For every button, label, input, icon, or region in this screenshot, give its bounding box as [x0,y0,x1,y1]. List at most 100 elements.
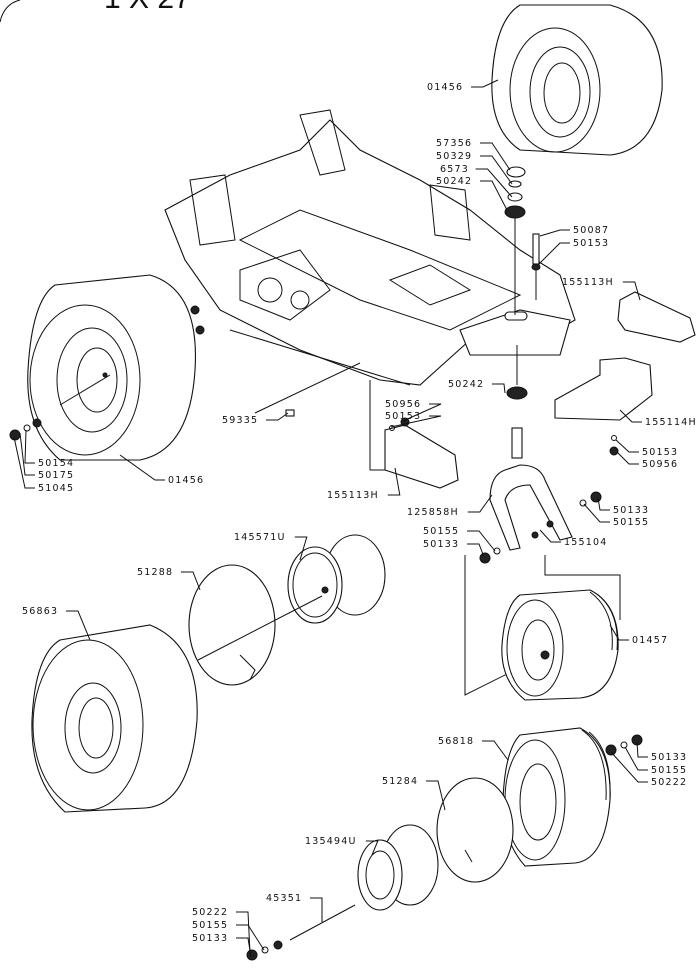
caster-fork-125858H [464,464,621,696]
part-label-50175: 50175 [38,470,74,481]
part-label-56863: 56863 [22,606,58,617]
part-label-01456: 01456 [427,82,463,93]
rim-145571U [287,534,386,624]
axle-45351 [246,904,356,961]
leader-line [471,79,499,88]
part-label-50087: 50087 [573,225,609,236]
page-border-arc [0,0,21,23]
part-label-50155: 50155 [423,526,459,537]
spindle-parts [59,166,541,459]
part-label-50222: 50222 [192,907,228,918]
part-label-50133: 50133 [423,539,459,550]
part-label-51045: 51045 [38,483,74,494]
part-label-50154: 50154 [38,458,74,469]
part-label-50155: 50155 [613,517,649,528]
leader-line [266,412,289,421]
leader-line [181,571,201,591]
leader-lines [13,79,648,958]
part-label-51288: 51288 [137,567,173,578]
tire-01456-left [27,274,197,461]
leader-line [236,924,265,951]
part-label-50242: 50242 [436,176,472,187]
part-label-155114H: 155114H [645,417,697,428]
part-label-50153: 50153 [642,447,678,458]
leader-line [310,897,323,922]
leader-line [583,503,610,523]
part-label-56818: 56818 [438,736,474,747]
part-labels: 0145657356503296573502425008750153155113… [22,82,697,944]
part-label-135494U: 135494U [305,836,357,847]
leader-line [539,529,561,543]
part-label-6573: 6573 [440,164,469,175]
part-label-57356: 57356 [436,138,472,149]
leader-line [539,229,570,237]
leader-line [467,530,496,552]
leader-line [402,403,442,422]
part-label-50153: 50153 [573,238,609,249]
tube-51284 [436,777,514,883]
part-label-50155: 50155 [651,765,687,776]
leader-line [365,840,379,856]
part-label-50222: 50222 [651,777,687,788]
leader-line [622,281,641,301]
part-label-145571U: 145571U [234,532,286,543]
leader-line [475,168,513,198]
leader-line [619,409,642,423]
part-label-51284: 51284 [382,776,418,787]
leader-line [66,610,91,641]
leader-line [624,746,648,771]
rim-135494U [357,824,439,911]
leader-line [616,451,639,465]
part-label-59335: 59335 [222,415,258,426]
part-label-50153: 50153 [385,411,421,422]
leader-line [294,536,308,561]
leader-line [467,494,493,513]
leader-line [19,432,35,476]
leader-line [426,780,446,811]
leader-line [609,624,629,641]
leader-line [13,436,35,489]
part-label-125858H: 125858H [407,507,459,518]
part-label-50956: 50956 [642,459,678,470]
weight-155113H-right [617,291,696,343]
part-label-50133: 50133 [613,505,649,516]
part-label-155113H: 155113H [327,490,379,501]
tube-51288 [188,564,323,686]
part-label-50133: 50133 [651,752,687,763]
leader-line [390,415,442,428]
leader-line [24,429,35,464]
leader-line [480,155,513,185]
tire-01456-top [491,4,663,156]
part-label-50329: 50329 [436,151,472,162]
tire-01457 [501,589,619,701]
weight-155113H-left [369,380,459,489]
leader-line [492,383,506,394]
part-label-50133: 50133 [192,933,228,944]
part-label-50242: 50242 [448,379,484,390]
weight-155114H [554,357,653,421]
leader-line [467,543,485,558]
leader-line [597,497,610,511]
leader-line [480,180,508,211]
leader-line [636,741,648,758]
leader-line [480,142,511,171]
part-label-155104: 155104 [564,537,607,548]
leader-line [387,467,401,496]
part-label-01457: 01457 [632,635,668,646]
diagram-title: 1 X 27 [104,0,191,15]
chassis-frame [164,109,576,386]
leader-line [482,740,509,761]
part-label-45351: 45351 [266,893,302,904]
leader-line [610,751,648,783]
part-label-155113H: 155113H [562,277,614,288]
leader-line [537,242,570,266]
leader-line [119,454,165,481]
tire-56818 [502,727,643,867]
leader-line [236,911,251,954]
part-label-50956: 50956 [385,399,421,410]
part-label-50155: 50155 [192,920,228,931]
leader-line [236,937,252,958]
part-label-01456: 01456 [168,475,204,486]
leader-line [615,439,639,453]
